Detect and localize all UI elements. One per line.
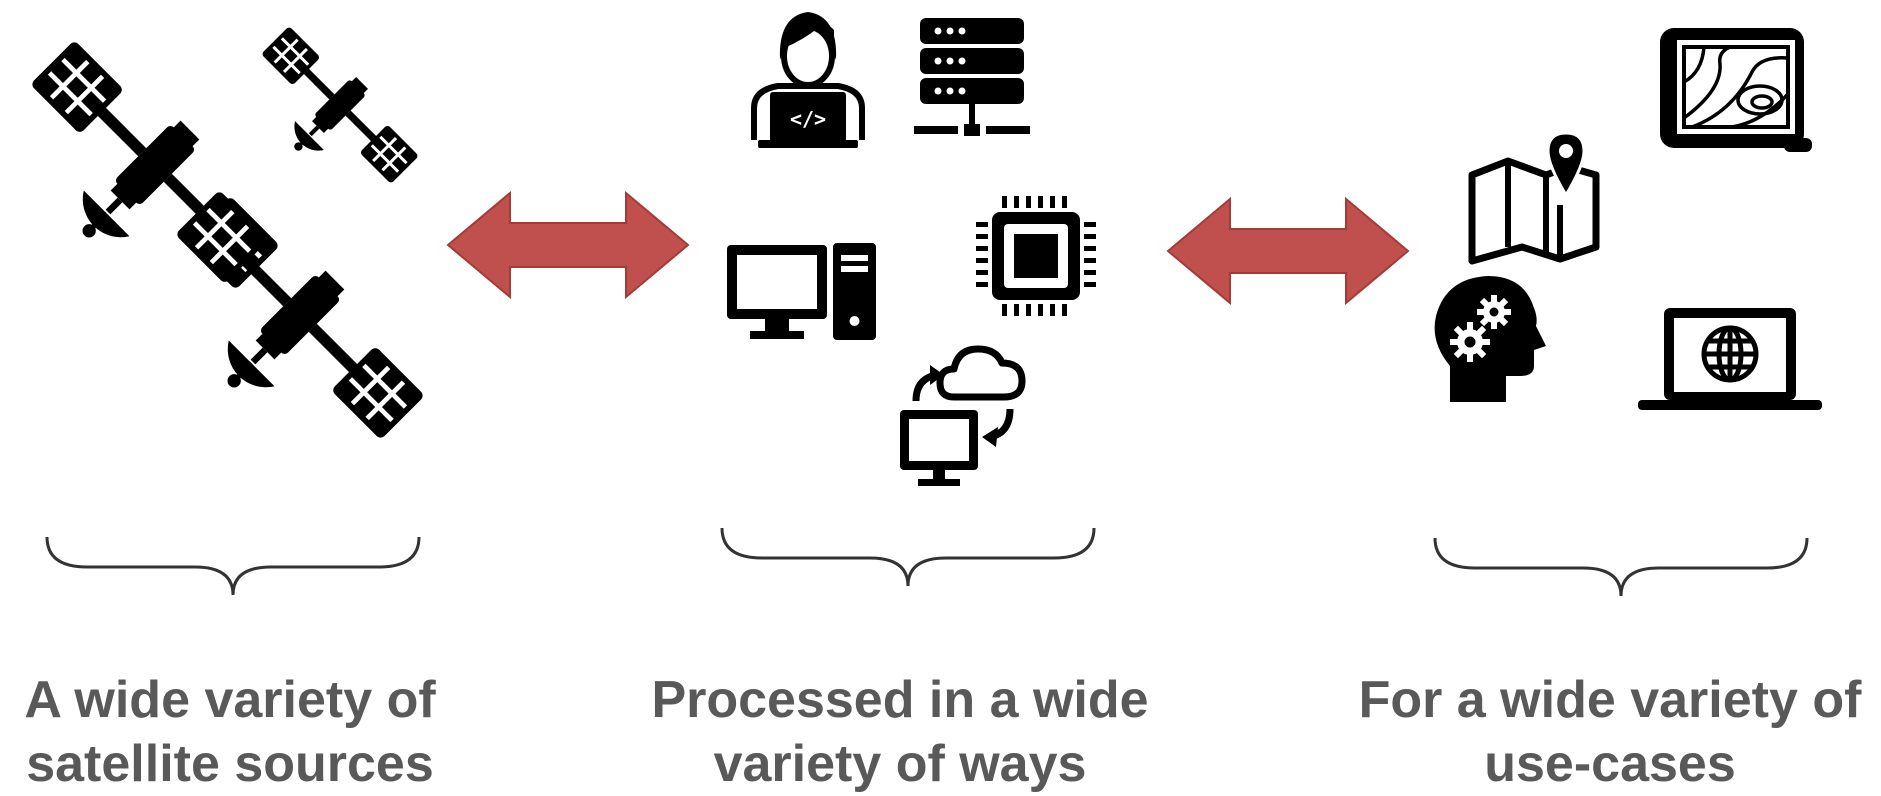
brace-usecases: [1433, 536, 1809, 598]
cloud-sync-computer-icon: [900, 345, 1026, 486]
double-arrow-icon: [1167, 198, 1409, 304]
use-cases-group: [1434, 28, 1822, 410]
brain-gears-icon: [1434, 276, 1546, 402]
caption-line: variety of ways: [713, 735, 1087, 793]
caption-line: use-cases: [1484, 735, 1736, 793]
svg-text:</>: </>: [790, 107, 826, 131]
caption-satellite-sources: A wide variety of satellite sources: [0, 668, 500, 796]
caption-use-cases: For a wide variety of use-cases: [1330, 668, 1881, 796]
caption-line: satellite sources: [26, 735, 434, 793]
blueprint-map-icon: [1660, 28, 1812, 152]
processing-group: </>: [727, 12, 1096, 486]
developer-laptop-icon: </>: [751, 12, 865, 148]
laptop-globe-icon: [1638, 308, 1822, 410]
satellite-icon: [232, 19, 426, 213]
server-rack-icon: [914, 18, 1030, 136]
brace-sources: [45, 535, 421, 597]
caption-line: A wide variety of: [24, 671, 436, 729]
caption-line: Processed in a wide: [651, 671, 1149, 729]
caption-processing: Processed in a wide variety of ways: [620, 668, 1180, 796]
satellite-icon: [129, 179, 436, 486]
caption-line: For a wide variety of: [1358, 671, 1862, 729]
desktop-computer-icon: [727, 243, 876, 340]
brace-processing: [720, 526, 1096, 588]
double-arrow-icon: [447, 192, 689, 298]
satellite-sources-group: [0, 19, 436, 486]
satellite-icon: [0, 29, 291, 336]
cpu-chip-icon: [976, 196, 1096, 316]
map-location-pin-icon: [1468, 131, 1600, 265]
